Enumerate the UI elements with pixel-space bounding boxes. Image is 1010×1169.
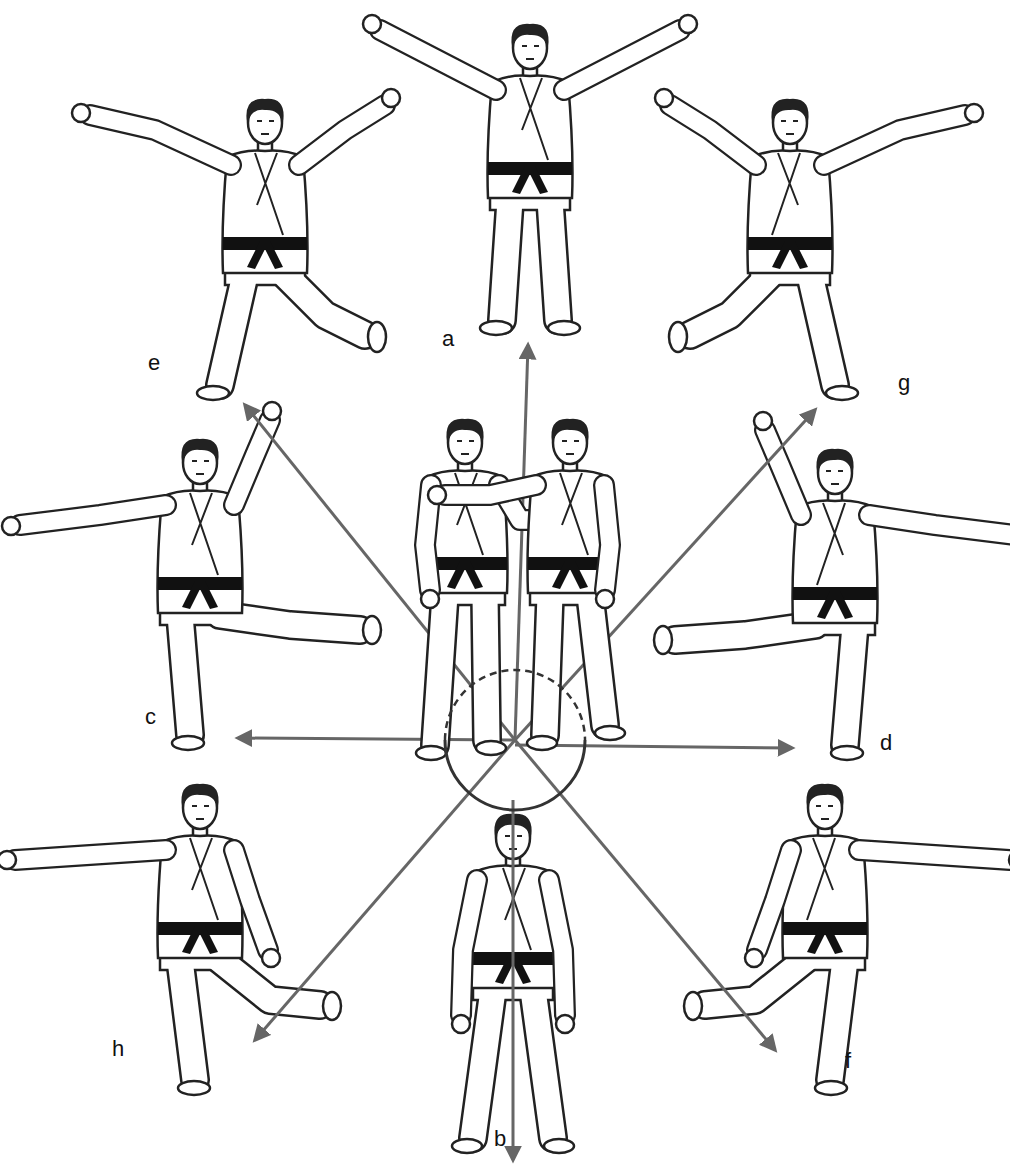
direction-letter: e bbox=[148, 352, 160, 374]
judoka-figure bbox=[428, 419, 625, 750]
base-circle bbox=[445, 670, 585, 810]
direction-letter: d bbox=[880, 732, 892, 754]
direction-letter: b bbox=[494, 1128, 506, 1150]
direction-letter: f bbox=[845, 1050, 851, 1072]
judoka-figure bbox=[363, 15, 697, 335]
direction-letter: g bbox=[898, 372, 910, 394]
judoka-figure bbox=[0, 784, 341, 1095]
direction-arrows bbox=[238, 345, 815, 1160]
judoka-figure bbox=[72, 89, 400, 400]
judoka-figure bbox=[684, 784, 1010, 1095]
direction-letter: a bbox=[442, 328, 454, 350]
judoka-figure bbox=[2, 402, 381, 750]
judoka-figure bbox=[655, 89, 983, 400]
judoka-figure bbox=[654, 412, 1010, 760]
direction-letter: c bbox=[145, 706, 156, 728]
direction-letter: h bbox=[112, 1038, 124, 1060]
